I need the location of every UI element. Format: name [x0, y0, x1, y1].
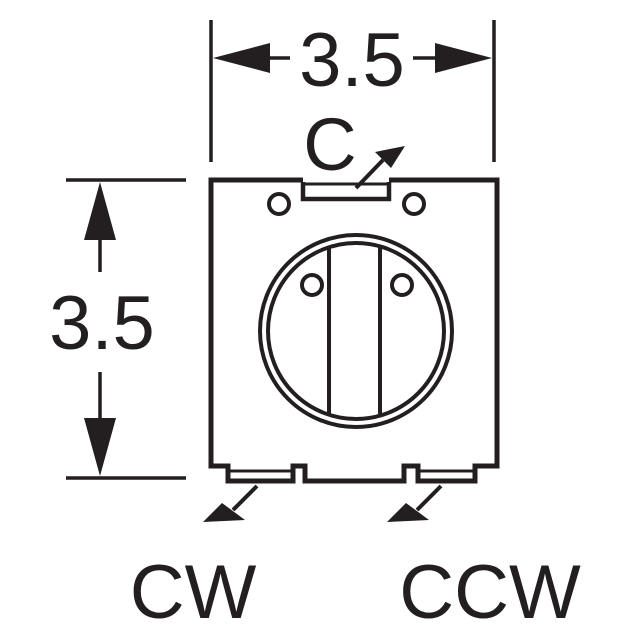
center-terminal-pad	[300, 182, 392, 202]
ccw-pin-pointer-arrow	[387, 503, 429, 522]
center-pin-pointer-arrow	[375, 146, 405, 168]
center-pin-label-group: C	[303, 103, 405, 190]
rotor-hole-left	[300, 273, 324, 297]
center-pin-label: C	[303, 103, 356, 186]
width-arrow-left	[213, 43, 270, 73]
cw-pin-label-group: CW	[130, 484, 259, 635]
rotor-hole-right	[390, 273, 414, 297]
center-pin-pointer-line	[354, 158, 385, 190]
width-arrow-right	[435, 43, 492, 73]
body-outline	[208, 177, 500, 484]
mounting-hole-left	[267, 192, 291, 216]
cw-pin-pointer-line	[231, 484, 259, 512]
rotor-outer-ring	[258, 233, 454, 429]
mounting-hole-right	[402, 192, 426, 216]
ccw-pin-pointer-line	[415, 484, 443, 512]
height-dimension-label: 3.5	[49, 281, 155, 366]
rotor-inner-ring	[266, 241, 446, 421]
height-arrow-bottom	[84, 418, 116, 476]
component-body	[208, 177, 500, 484]
cw-pin-label: CW	[130, 550, 257, 635]
height-dimension: 3.5	[49, 178, 186, 480]
ccw-pin-label: CCW	[399, 550, 581, 635]
height-arrow-top	[84, 182, 116, 240]
cw-pin-pointer-arrow	[203, 503, 245, 522]
width-dimension: 3.5	[209, 18, 496, 162]
ccw-pin-label-group: CCW	[387, 484, 581, 635]
width-dimension-label: 3.5	[299, 18, 405, 103]
